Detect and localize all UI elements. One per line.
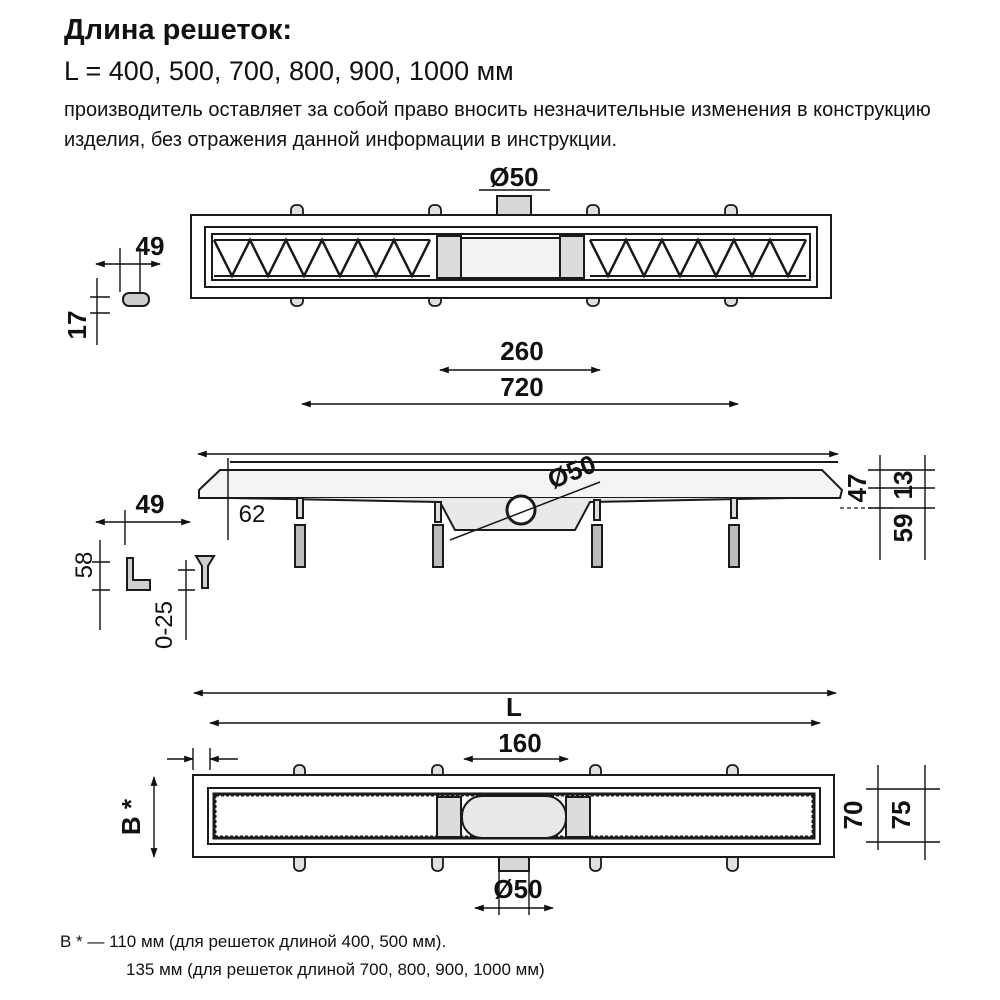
page-title: Длина решеток: <box>64 14 293 46</box>
dim-160: 160 <box>498 728 541 758</box>
length-options: L = 400, 500, 700, 800, 900, 1000 мм <box>64 56 514 86</box>
dim-pipe-bottom: Ø50 <box>493 874 542 904</box>
bottom-view-dimensions <box>150 689 940 915</box>
dim-62: 62 <box>239 501 266 528</box>
dim-17: 17 <box>62 311 92 340</box>
footnote-line-2: 135 мм (для решеток длиной 700, 800, 900… <box>126 960 545 979</box>
side-view-dimensions <box>92 450 935 640</box>
dim-adjust: 0-25 <box>151 601 178 649</box>
dim-49-top: 49 <box>136 231 165 261</box>
dim-47: 47 <box>842 474 872 503</box>
foot-detail <box>126 555 216 591</box>
dim-59: 59 <box>888 514 918 543</box>
top-view <box>190 195 832 307</box>
side-view <box>198 461 895 568</box>
bottom-view <box>192 764 835 872</box>
dim-length-L: L <box>506 692 522 722</box>
dim-58: 58 <box>71 552 98 579</box>
dim-260: 260 <box>500 336 543 366</box>
top-view-dimensions <box>90 189 739 408</box>
bracket-icon <box>122 292 150 307</box>
dim-13: 13 <box>888 471 918 500</box>
dim-49-side: 49 <box>136 489 165 519</box>
center-outlet <box>461 795 567 839</box>
adjustable-legs <box>294 497 740 568</box>
dim-720: 720 <box>500 372 543 402</box>
dim-75: 75 <box>886 801 916 830</box>
footnote-line-1: B * — 110 мм (для решеток длиной 400, 50… <box>60 932 447 951</box>
dim-width-B: B * <box>116 798 146 835</box>
manufacturer-note: производитель оставляет за собой право в… <box>64 99 931 151</box>
dim-70: 70 <box>838 801 868 830</box>
dim-pipe-top: Ø50 <box>489 162 538 192</box>
